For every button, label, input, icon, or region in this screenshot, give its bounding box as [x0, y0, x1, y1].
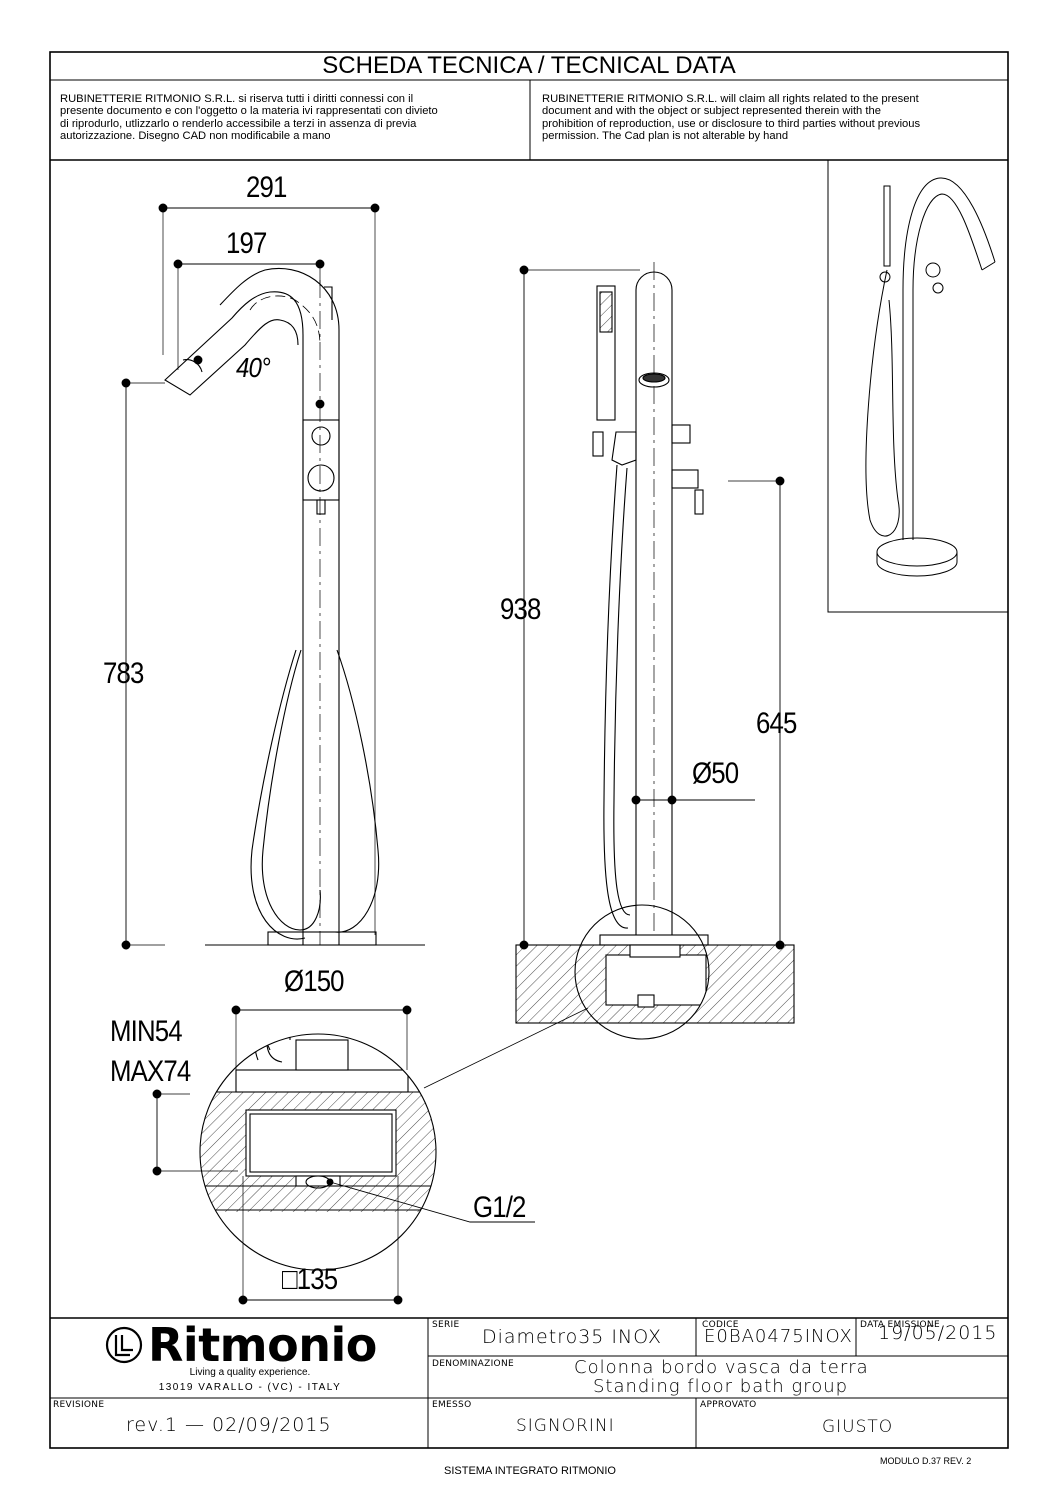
emesso-value: SIGNORINI [516, 1416, 615, 1436]
brand-tagline: Living a quality experience. [189, 1367, 311, 1378]
disclaimer-italian: RUBINETTERIE RITMONIO S.R.L. si riserva … [60, 93, 438, 143]
revisione-value: rev.1 — 02/09/2015 [126, 1414, 332, 1436]
dim-total-height: 938 [500, 593, 541, 626]
codice-label: CODICE [702, 1320, 739, 1330]
dim-overall-width: 291 [246, 171, 287, 204]
approvato-value: GIUSTO [822, 1417, 894, 1437]
emesso-label: EMESSO [432, 1400, 472, 1410]
perspective-inset [827, 160, 1008, 613]
footer-system: SISTEMA INTEGRATO RITMONIO [444, 1465, 616, 1477]
serie-label: SERIE [432, 1320, 460, 1330]
denominazione-label: DENOMINAZIONE [432, 1359, 514, 1369]
approvato-label: APPROVATO [700, 1400, 757, 1410]
denominazione-italian: Colonna bordo vasca da terra [574, 1357, 869, 1378]
dim-box-size: □135 [282, 1263, 338, 1296]
brand-address: 13019 VARALLO - (VC) - ITALY [158, 1382, 342, 1393]
dimension-lines [121, 203, 785, 1305]
codice-value: E0BA0475INOX [704, 1326, 853, 1347]
side-view [164, 267, 425, 946]
dim-thread: G1/2 [473, 1191, 526, 1224]
front-view [515, 262, 795, 1040]
dim-spout-height: 783 [103, 657, 144, 690]
detail-view [199, 1007, 589, 1271]
disclaimer-english: RUBINETTERIE RITMONIO S.R.L. will claim … [542, 93, 921, 143]
dim-mixer-height: 645 [756, 707, 797, 740]
brand-logo: Ritmonio [148, 1318, 377, 1372]
dim-install-min: MIN54 [110, 1015, 183, 1048]
modulo-revision: MODULO D.37 REV. 2 [880, 1456, 972, 1466]
sheet-frame [49, 51, 1009, 1449]
ritmonio-logo-icon [105, 1326, 143, 1364]
dim-install-max: MAX74 [110, 1055, 191, 1088]
sheet-title: SCHEDA TECNICA / TECNICAL DATA [322, 52, 736, 79]
denominazione-english: Standing floor bath group [593, 1376, 849, 1397]
data-emissione-label: DATA EMISSIONE [860, 1320, 940, 1330]
dim-base-diameter: Ø150 [284, 965, 345, 998]
dim-spout-angle: 40° [236, 352, 271, 383]
serie-value: Diametro35 INOX [482, 1326, 663, 1348]
title-block-frame [50, 1317, 1008, 1448]
data-emissione-value: 19/05/2015 [878, 1322, 998, 1344]
dim-spout-reach: 197 [226, 227, 267, 260]
dim-column-diameter: Ø50 [692, 757, 739, 790]
revisione-label: REVISIONE [53, 1400, 105, 1410]
